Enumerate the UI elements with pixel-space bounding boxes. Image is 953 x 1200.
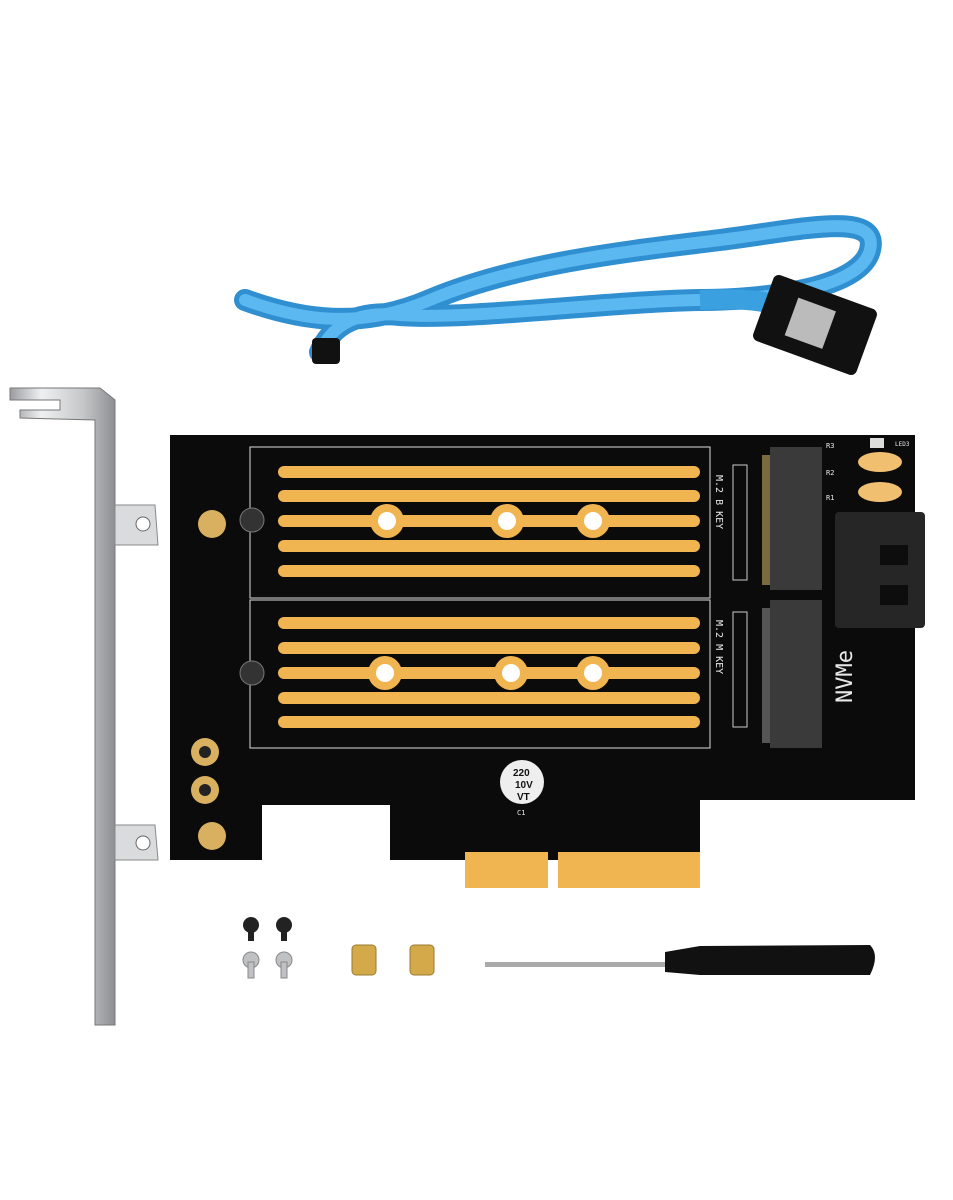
nvme-label: NVMe <box>833 650 858 703</box>
nvme-adapter-card: M.2 B KEY M.2 M KEY R3 R2 R1 LED3 NVMe 2… <box>170 435 925 888</box>
standoff-holes <box>191 507 265 850</box>
resistor-r2: R2 <box>826 469 834 477</box>
resistor-r1: R1 <box>826 494 834 502</box>
sata-port <box>835 512 925 628</box>
m2-slot-bottom <box>762 600 822 748</box>
sata-connector-left <box>312 338 340 364</box>
svg-text:C1: C1 <box>517 809 525 817</box>
sata-cable <box>234 215 882 376</box>
slot-bottom-label: M.2 M KEY <box>713 620 724 674</box>
slot-top-label: M.2 B KEY <box>713 475 724 529</box>
screws-black <box>243 917 292 941</box>
brass-standoffs <box>351 944 435 976</box>
screws-silver <box>242 951 293 979</box>
m2-slot-top <box>762 447 822 590</box>
sata-connector-right <box>753 274 877 376</box>
resistor-r3: R3 <box>826 442 834 450</box>
svg-text:10V: 10V <box>515 780 533 791</box>
screwdriver <box>485 945 875 975</box>
capacitor-c1: 220 10V VT C1 <box>500 760 544 817</box>
led-label: LED3 <box>895 441 910 448</box>
pcie-bracket <box>9 387 159 1026</box>
svg-text:VT: VT <box>517 792 530 803</box>
gold-fingers <box>465 852 700 888</box>
svg-text:220: 220 <box>513 768 530 779</box>
